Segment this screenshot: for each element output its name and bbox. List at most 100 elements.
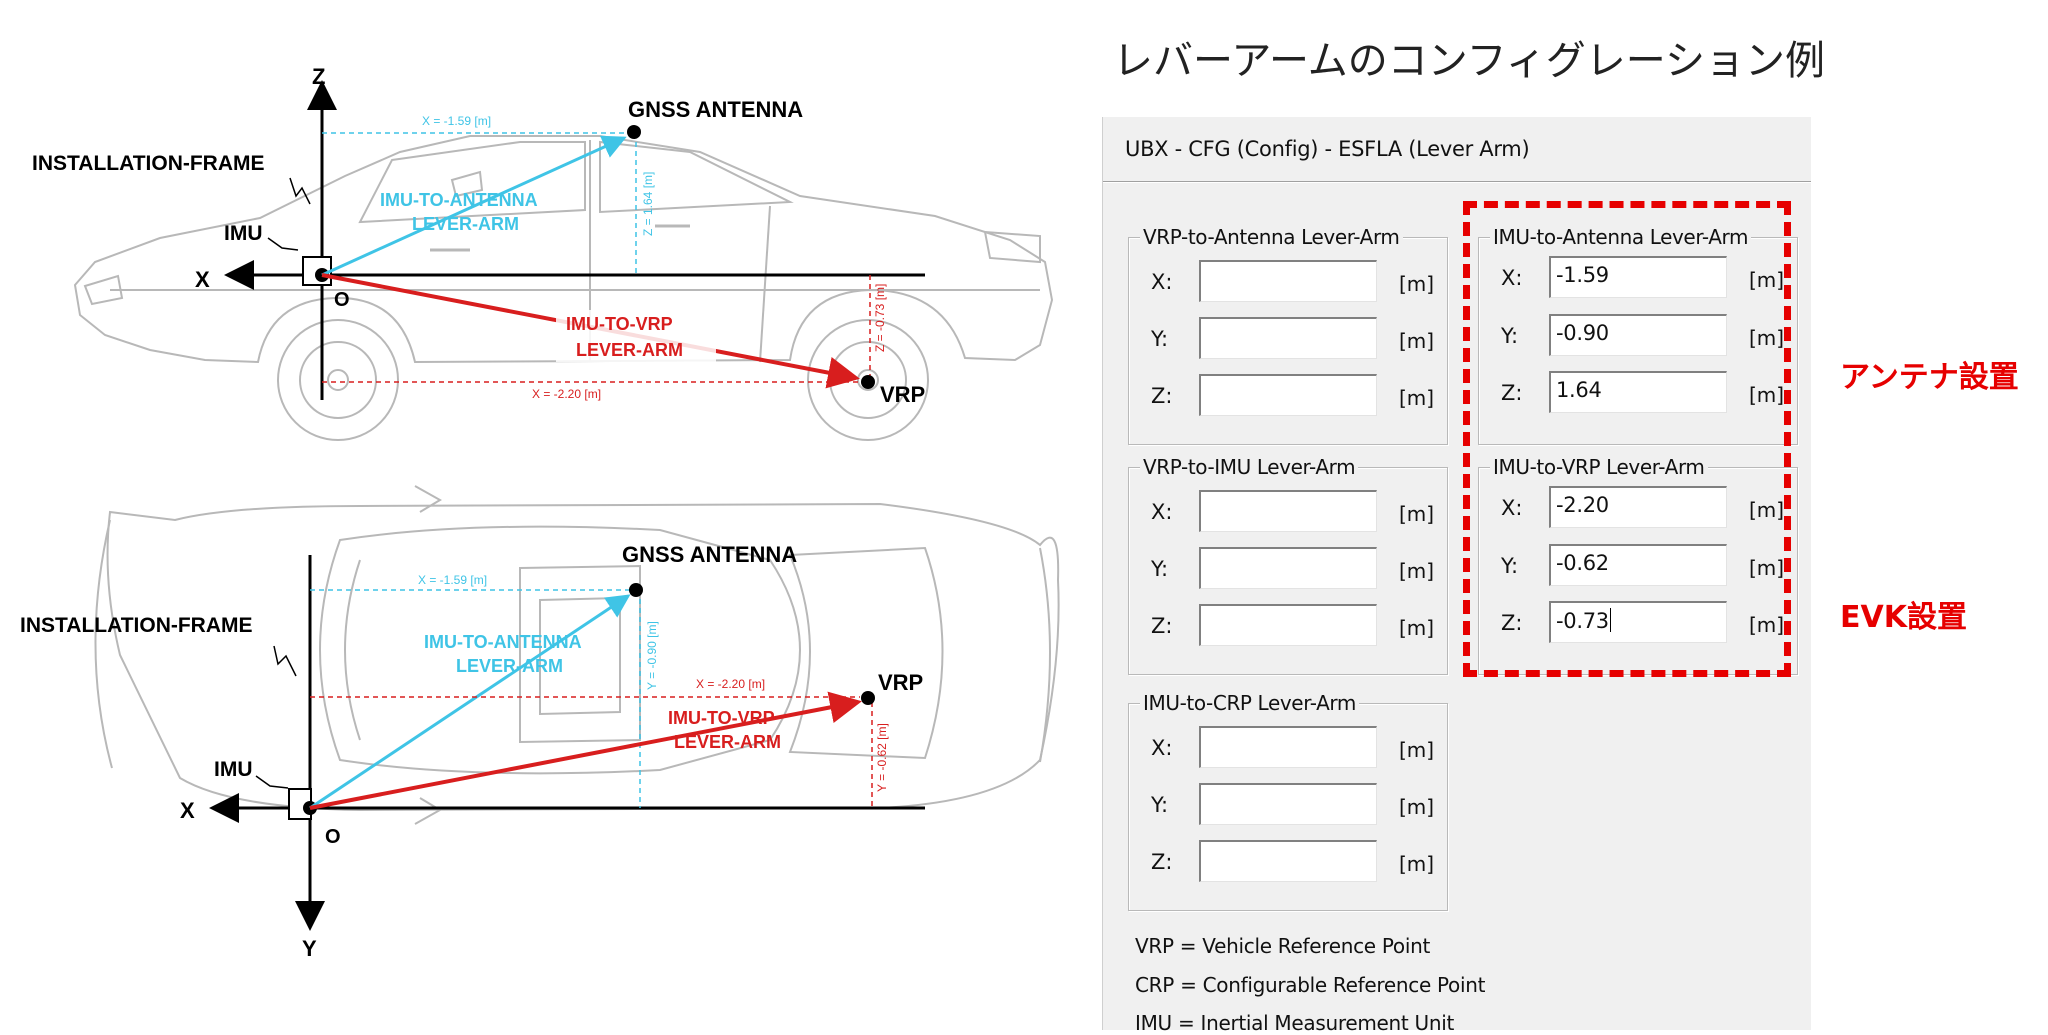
vrp-to-imu-z-field[interactable]: [1199, 604, 1377, 646]
axis-label-y: Y:: [1151, 793, 1169, 817]
group-legend: IMU-to-VRP Lever-Arm: [1490, 455, 1708, 479]
row-z: Z: -0.73 [m]: [1479, 601, 1797, 647]
unit-label: [m]: [1749, 498, 1785, 522]
axis-label-x: X:: [1151, 500, 1173, 524]
side-x-axis-label: X: [195, 267, 210, 292]
row-y: Y: [m]: [1129, 783, 1447, 829]
top-antenna-dims: [310, 589, 641, 808]
axis-label-x: X:: [1501, 266, 1523, 290]
top-imu-to-vrp-label-2: LEVER-ARM: [674, 732, 781, 752]
top-origin-label: O: [325, 826, 341, 848]
imu-to-crp-z-field[interactable]: [1199, 840, 1377, 882]
imu-to-antenna-z-field[interactable]: 1.64: [1549, 371, 1727, 413]
top-imu-to-antenna-label-2: LEVER-ARM: [456, 656, 563, 676]
unit-label: [m]: [1399, 502, 1435, 526]
group-imu-to-vrp: IMU-to-VRP Lever-Arm X: -2.20 [m] Y: -0.…: [1478, 455, 1798, 675]
unit-label: [m]: [1399, 616, 1435, 640]
row-z: Z: [m]: [1129, 840, 1447, 886]
side-origin-label: O: [334, 289, 350, 311]
top-imu-pointer: [255, 775, 289, 789]
top-imu-to-antenna-label-1: IMU-TO-ANTENNA: [424, 632, 582, 652]
group-imu-to-crp: IMU-to-CRP Lever-Arm X: [m] Y: [m] Z: [m…: [1128, 691, 1448, 911]
unit-label: [m]: [1749, 556, 1785, 580]
group-legend: VRP-to-IMU Lever-Arm: [1140, 455, 1359, 479]
side-imu-to-antenna-label-2: LEVER-ARM: [412, 214, 519, 234]
row-y: Y: [m]: [1129, 547, 1447, 593]
group-vrp-to-imu: VRP-to-IMU Lever-Arm X: [m] Y: [m] Z: [m…: [1128, 455, 1448, 675]
side-z-axis-label: Z: [312, 64, 325, 89]
unit-label: [m]: [1399, 559, 1435, 583]
group-legend: VRP-to-Antenna Lever-Arm: [1140, 225, 1403, 249]
axis-label-x: X:: [1151, 736, 1173, 760]
vrp-to-imu-x-field[interactable]: [1199, 490, 1377, 532]
axis-label-x: X:: [1501, 496, 1523, 520]
row-z: Z: [m]: [1129, 604, 1447, 650]
unit-label: [m]: [1399, 852, 1435, 876]
top-view-axes: [209, 555, 925, 931]
row-x: X: [m]: [1129, 490, 1447, 536]
top-view-car: [94, 485, 1060, 825]
imu-to-antenna-x-field[interactable]: -1.59: [1549, 256, 1727, 298]
top-vrp-y-dim: Y = -0.62 [m]: [875, 723, 889, 792]
side-imu-to-antenna-arm: [321, 135, 627, 277]
side-imu-pointer: [267, 237, 299, 251]
side-view-car: [73, 135, 1054, 441]
legend-crp: CRP = Configurable Reference Point: [1135, 973, 1486, 997]
esfla-config-dialog: UBX - CFG (Config) - ESFLA (Lever Arm) V…: [1102, 117, 1811, 1035]
imu-to-antenna-y-field[interactable]: -0.90: [1549, 314, 1727, 356]
axis-label-y: Y:: [1501, 324, 1519, 348]
axis-label-y: Y:: [1151, 557, 1169, 581]
side-gnss-antenna-label: GNSS ANTENNA: [628, 97, 803, 122]
axis-label-y: Y:: [1151, 327, 1169, 351]
page-heading: レバーアームのコンフィグレーション例: [1113, 38, 1825, 84]
side-vrp-x-dim: X = -2.20 [m]: [532, 387, 601, 401]
axis-label-z: Z:: [1151, 850, 1173, 874]
axis-label-z: Z:: [1501, 381, 1523, 405]
unit-label: [m]: [1399, 386, 1435, 410]
imu-to-crp-x-field[interactable]: [1199, 726, 1377, 768]
unit-label: [m]: [1399, 329, 1435, 353]
top-vrp-dims: [310, 696, 873, 808]
dialog-title: UBX - CFG (Config) - ESFLA (Lever Arm): [1125, 137, 1530, 161]
side-imu-to-vrp-label-2: LEVER-ARM: [576, 340, 683, 360]
row-x: X: [m]: [1129, 726, 1447, 772]
row-z: Z: [m]: [1129, 374, 1447, 420]
dialog-separator: [1103, 181, 1811, 183]
row-x: X: -2.20 [m]: [1479, 486, 1797, 532]
group-vrp-to-antenna: VRP-to-Antenna Lever-Arm X: [m] Y: [m] Z…: [1128, 225, 1448, 445]
row-y: Y: -0.62 [m]: [1479, 544, 1797, 590]
top-vrp-point: [861, 691, 875, 705]
top-antenna-x-dim: X = -1.59 [m]: [418, 573, 487, 587]
top-imu-to-vrp-arm: [309, 691, 862, 810]
top-vrp-x-dim: X = -2.20 [m]: [696, 677, 765, 691]
top-x-axis-label: X: [180, 798, 195, 823]
unit-label: [m]: [1399, 795, 1435, 819]
imu-to-vrp-y-field[interactable]: -0.62: [1549, 544, 1727, 586]
side-antenna-point: [627, 125, 641, 139]
axis-label-z: Z:: [1151, 384, 1173, 408]
row-z: Z: 1.64 [m]: [1479, 371, 1797, 417]
top-installation-frame-label: INSTALLATION-FRAME: [20, 614, 253, 637]
top-imu-to-antenna-arm: [309, 594, 631, 810]
evk-install-label: EVK設置: [1840, 600, 1967, 635]
legend-vrp: VRP = Vehicle Reference Point: [1135, 934, 1431, 958]
group-imu-to-antenna: IMU-to-Antenna Lever-Arm X: -1.59 [m] Y:…: [1478, 225, 1798, 445]
group-legend: IMU-to-CRP Lever-Arm: [1140, 691, 1359, 715]
side-vrp-point: [861, 375, 875, 389]
imu-to-vrp-z-field[interactable]: -0.73: [1549, 601, 1727, 643]
imu-to-vrp-x-field[interactable]: -2.20: [1549, 486, 1727, 528]
axis-label-x: X:: [1151, 270, 1173, 294]
side-antenna-x-dim: X = -1.59 [m]: [422, 114, 491, 128]
vrp-to-antenna-y-field[interactable]: [1199, 317, 1377, 359]
vrp-to-antenna-z-field[interactable]: [1199, 374, 1377, 416]
side-installation-frame-pointer: [289, 177, 311, 205]
side-antenna-z-dim: Z = 1.64 [m]: [641, 172, 655, 236]
group-legend: IMU-to-Antenna Lever-Arm: [1490, 225, 1752, 249]
axis-label-z: Z:: [1151, 614, 1173, 638]
top-vrp-label: VRP: [878, 670, 923, 695]
imu-to-crp-y-field[interactable]: [1199, 783, 1377, 825]
vrp-to-antenna-x-field[interactable]: [1199, 260, 1377, 302]
unit-label: [m]: [1399, 738, 1435, 762]
vrp-to-imu-y-field[interactable]: [1199, 547, 1377, 589]
imu-to-vrp-z-value: -0.73: [1556, 609, 1609, 633]
